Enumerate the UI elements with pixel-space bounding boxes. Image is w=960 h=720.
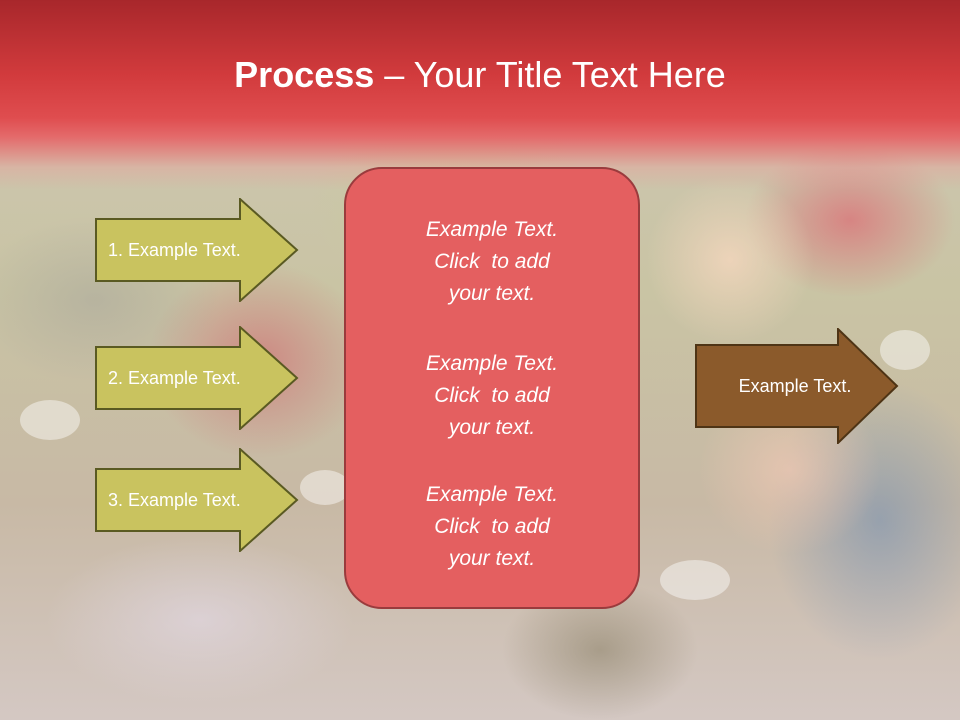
- paragraph-line: Example Text.: [425, 483, 559, 506]
- right-arrow[interactable]: Example Text.: [695, 328, 900, 444]
- right-arrow-label: Example Text.: [738, 375, 852, 396]
- title-band: [0, 0, 960, 190]
- arrow-shape-icon: [695, 328, 899, 444]
- center-paragraph-2: Example Text. Click to add your text.: [346, 348, 638, 444]
- arrow-shape-icon: [95, 326, 299, 430]
- arrow-shape-icon: [95, 448, 299, 552]
- paragraph-line: Example Text.: [425, 352, 559, 375]
- left-arrow-3[interactable]: 3. Example Text.: [95, 448, 300, 552]
- title-rest: – Your Title Text Here: [374, 54, 726, 95]
- title-bold: Process: [234, 54, 375, 95]
- center-paragraph-1: Example Text. Click to add your text.: [346, 214, 638, 310]
- left-arrow-2[interactable]: 2. Example Text.: [95, 326, 300, 430]
- paragraph-line: your text.: [448, 282, 536, 305]
- slide-title: Process – Your Title Text Here: [0, 53, 960, 97]
- center-text-box[interactable]: Example Text. Click to add your text. Ex…: [344, 167, 640, 609]
- left-arrow-1-label: 1. Example Text.: [108, 239, 241, 260]
- left-arrow-1[interactable]: 1. Example Text.: [95, 198, 300, 302]
- paragraph-line: Click to add: [434, 515, 550, 538]
- left-arrow-3-label: 3. Example Text.: [108, 489, 241, 510]
- paragraph-line: your text.: [448, 547, 536, 570]
- paragraph-line: Click to add: [434, 250, 550, 273]
- paragraph-line: Example Text.: [425, 218, 559, 241]
- arrow-shape-icon: [95, 198, 299, 302]
- center-paragraph-3: Example Text. Click to add your text.: [346, 479, 638, 575]
- left-arrow-2-label: 2. Example Text.: [108, 367, 241, 388]
- paragraph-line: Click to add: [434, 384, 550, 407]
- paragraph-line: your text.: [448, 416, 536, 439]
